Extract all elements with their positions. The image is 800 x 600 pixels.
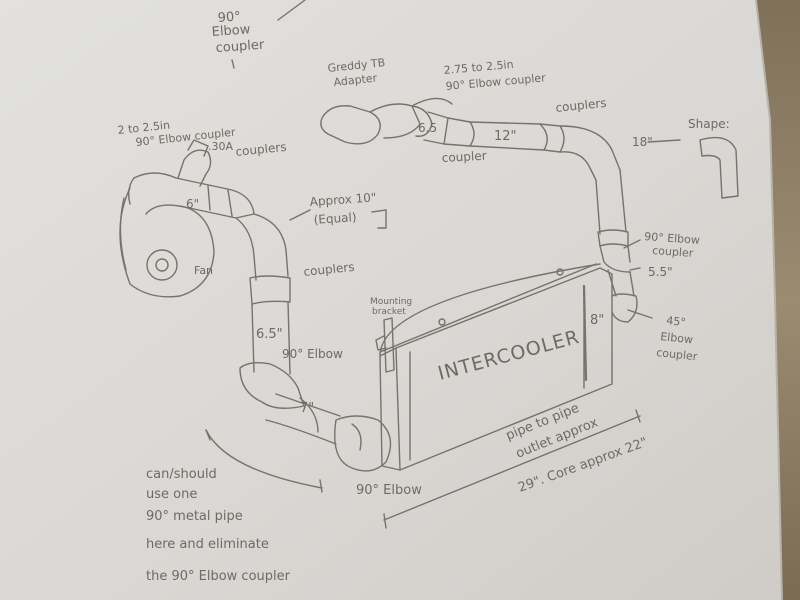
label-greddy-a: Greddy TB [327,56,386,75]
pencil-drawing [119,0,739,529]
label-elbow-right-a: 90° Elbow [644,230,700,247]
label-greddy-b: Adapter [333,71,378,89]
note-line-2: use one [146,487,197,502]
label-reducer-left-a: 2 to 2.5in [117,119,171,137]
label-fan: Fan [194,264,213,277]
label-elbow-right-b: coupler [652,244,694,260]
label-len-6-5-left: 6.5" [256,327,283,342]
label-elbow-top-a: 90° [217,9,241,26]
label-shape: Shape: [688,117,730,131]
label-45-b: Elbow [660,330,694,346]
paper-edge [755,0,783,600]
paper-sheet [0,0,782,600]
label-len-8: 8" [590,313,604,328]
label-approx-10: Approx 10" [309,190,377,209]
label-len-6: 6" [186,197,199,211]
label-equal: (Equal) [313,210,357,227]
label-elbow-top-b: Elbow [211,22,251,40]
note-line-4: here and eliminate [146,537,269,552]
label-couplers-left2: couplers [303,260,355,279]
label-len-18: 18" [632,135,653,149]
label-couplers-left: couplers [235,140,287,159]
label-len-12: 12" [494,129,517,144]
label-len-5-5: 5.5" [648,265,673,279]
label-bov: .30A [208,140,233,153]
note-line-3: 90° metal pipe [146,509,243,524]
label-45-a: 45° [666,314,687,329]
label-reducer-a: 2.75 to 2.5in [443,58,514,77]
label-45-c: coupler [656,346,699,363]
label-elbow-90-mid: 90° Elbow [282,347,343,361]
label-couplers-top-right: couplers [555,96,607,115]
label-mounting-b: bracket [372,307,406,317]
note-line-1: can/should [146,467,217,482]
label-len-6-5-top: 6.5 [418,121,437,135]
label-len-7: 7" [300,401,314,416]
note-line-5: the 90° Elbow coupler [146,569,291,584]
label-mounting-a: Mounting [370,297,412,307]
label-elbow-bottom: 90° Elbow [356,483,422,498]
label-elbow-top-c: coupler [215,38,265,56]
label-coupler-mid: coupler [441,149,487,165]
